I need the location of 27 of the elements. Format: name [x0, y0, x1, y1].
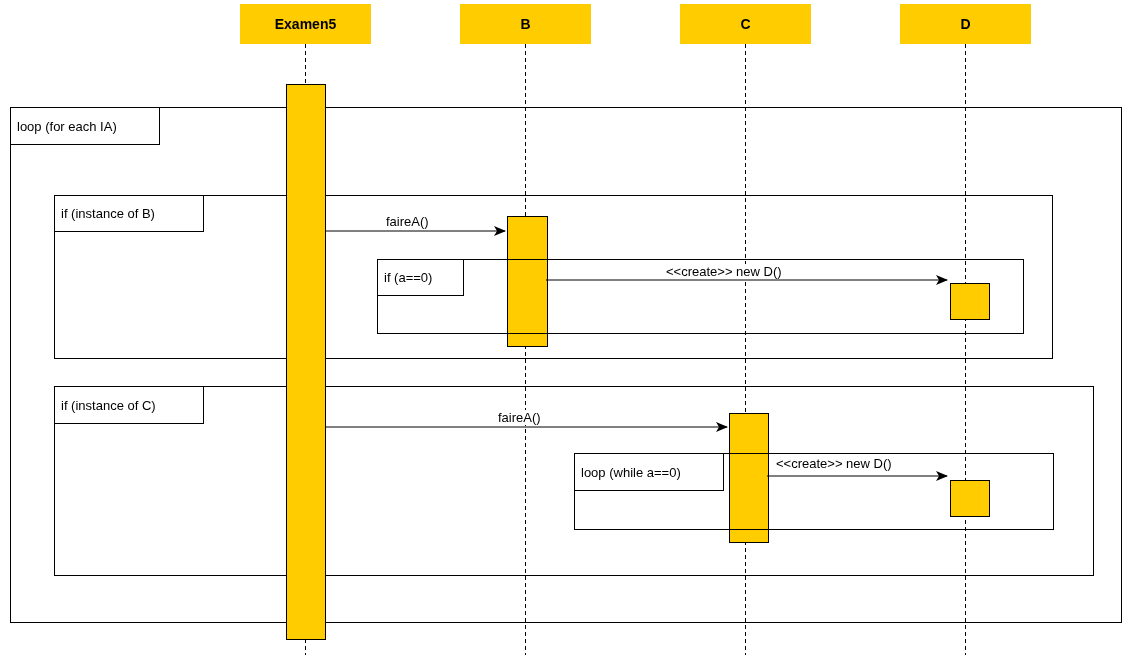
- message-label: faireA(): [497, 410, 542, 425]
- message-label: faireA(): [385, 214, 430, 229]
- lifeline-header: D: [900, 4, 1031, 44]
- message-arrow: [766, 471, 948, 481]
- message-arrow: [325, 226, 506, 236]
- message-arrow: [325, 422, 728, 432]
- lifeline-header: Examen5: [240, 4, 371, 44]
- fragment-label: if (instance of C): [54, 386, 204, 424]
- message-label: <<create>> new D(): [665, 264, 783, 279]
- activation-bar: [950, 283, 990, 320]
- fragment-label: if (instance of B): [54, 195, 204, 232]
- activation-bar: [950, 480, 990, 517]
- fragment-frame: [377, 259, 1024, 334]
- message-arrow: [545, 275, 948, 285]
- activation-bar: [729, 413, 769, 543]
- message-label: <<create>> new D(): [775, 456, 893, 471]
- lifeline-header: C: [680, 4, 811, 44]
- activation-bar: [507, 216, 548, 347]
- fragment-frame: [54, 386, 1094, 576]
- fragment-label: loop (while a==0): [574, 453, 724, 491]
- fragment-label: loop (for each IA): [10, 107, 160, 145]
- fragment-label: if (a==0): [377, 259, 464, 296]
- activation-bar: [286, 84, 326, 640]
- fragment-frame: [574, 453, 1054, 530]
- fragment-frame: [10, 107, 1122, 623]
- lifeline-header: B: [460, 4, 591, 44]
- fragment-frame: [54, 195, 1053, 359]
